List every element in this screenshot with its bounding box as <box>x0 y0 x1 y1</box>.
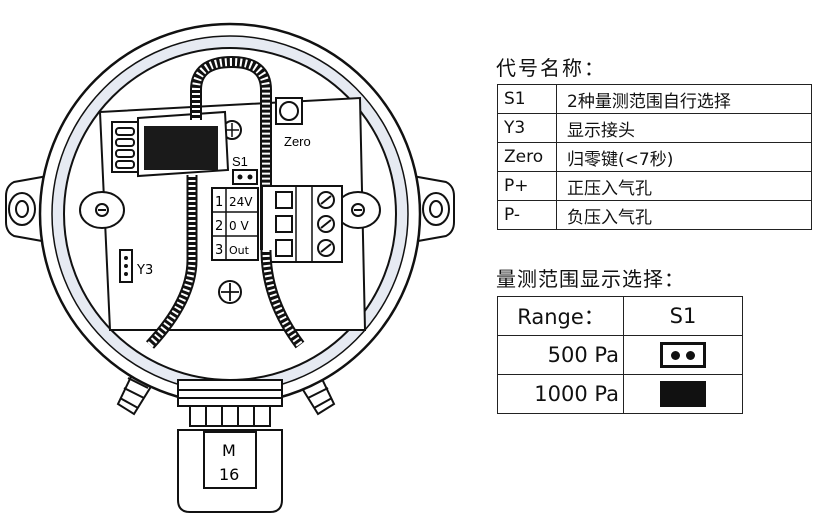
range-value: 1000 Pa <box>497 374 624 414</box>
gland-size-line2: 16 <box>219 465 239 484</box>
table-row: P+ 正压入气孔 <box>497 171 812 201</box>
sensor-module <box>111 110 230 178</box>
terminal-block[interactable] <box>261 185 343 263</box>
jumper-cell <box>623 335 743 375</box>
code-cell: Y3 <box>497 113 557 143</box>
range-select-table: Range： S1 500 Pa 1000 Pa <box>497 296 743 414</box>
desc-cell: 正压入气孔 <box>556 171 812 201</box>
jumper-open-icon <box>660 342 706 368</box>
table-row: 500 Pa <box>497 335 743 375</box>
jumper-closed-icon <box>660 381 706 407</box>
terminal-1-num: 1 <box>215 195 223 210</box>
terminal-2-num: 2 <box>215 219 223 234</box>
code-legend-table: S1 2种量测范围自行选择 Y3 显示接头 Zero 归零键(<7秒) P+ 正… <box>497 84 812 230</box>
y3-connector[interactable] <box>119 249 133 283</box>
terminal-3-name: Out <box>229 244 250 257</box>
terminal-2-name: 0 V <box>229 219 249 233</box>
terminal-labels <box>211 187 259 261</box>
range-select-title: 量测范围显示选择： <box>496 267 685 291</box>
range-header: Range： <box>497 296 624 336</box>
code-cell: P+ <box>497 171 557 201</box>
range-value: 500 Pa <box>497 335 624 375</box>
code-cell: S1 <box>497 84 557 114</box>
desc-cell: 归零键(<7秒) <box>556 142 812 172</box>
terminal-3-num: 3 <box>215 243 223 258</box>
switch-header: S1 <box>623 296 743 336</box>
table-row: 1000 Pa <box>497 374 743 414</box>
jumper-cell <box>623 374 743 414</box>
table-header-row: Range： S1 <box>497 296 743 336</box>
desc-cell: 负压入气孔 <box>556 200 812 230</box>
gland-size-line1: M <box>222 441 236 460</box>
screw-bottom <box>218 280 242 304</box>
sensor-cable <box>190 55 272 250</box>
y3-label: Y3 <box>136 263 153 278</box>
code-cell: P- <box>497 200 557 230</box>
device-wiring-diagram: Zero S1 1 24V 2 0 V 3 Out <box>5 22 455 513</box>
legend-title: 代号名称： <box>496 56 606 80</box>
internal-tubes <box>145 175 305 349</box>
desc-cell: 2种量测范围自行选择 <box>556 84 812 114</box>
table-row: Zero 归零键(<7秒) <box>497 142 812 172</box>
code-cell: Zero <box>497 142 557 172</box>
s1-label: S1 <box>232 154 248 169</box>
desc-cell: 显示接头 <box>556 113 812 143</box>
s1-jumper[interactable] <box>232 169 258 185</box>
zero-button[interactable] <box>275 97 303 125</box>
table-row: P- 负压入气孔 <box>497 200 812 230</box>
zero-label: Zero <box>284 134 311 149</box>
table-row: S1 2种量测范围自行选择 <box>497 84 812 114</box>
table-row: Y3 显示接头 <box>497 113 812 143</box>
cable-gland <box>177 379 283 513</box>
terminal-1-name: 24V <box>229 195 253 209</box>
screw-left <box>79 191 125 229</box>
